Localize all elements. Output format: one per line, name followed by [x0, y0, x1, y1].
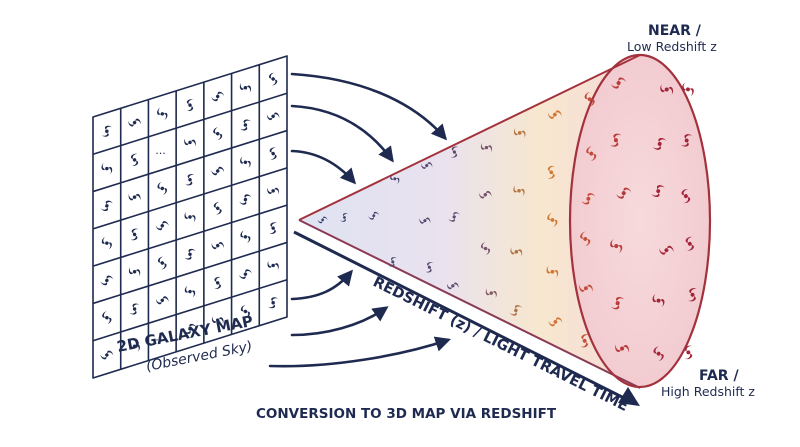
arrow-icon: [290, 149, 357, 185]
arrow-icon: [290, 269, 353, 301]
grid-line: [92, 204, 288, 267]
grid-ellipsis: ...: [155, 331, 166, 344]
arrow-icon: [290, 306, 389, 337]
near-title: NEAR /: [648, 23, 702, 39]
arrow-icon: [290, 72, 448, 141]
far-title: FAR /: [699, 368, 739, 384]
grid-line: [92, 241, 288, 305]
projection-arrows: [268, 72, 451, 368]
axis-arrowhead-icon: [618, 387, 640, 406]
far-subtitle: High Redshift z: [661, 384, 755, 399]
near-subtitle: Low Redshift z: [627, 39, 717, 54]
grid-line: [92, 92, 288, 156]
arrow-icon: [268, 336, 451, 368]
grid-ellipsis: ...: [155, 144, 166, 157]
footer-caption: CONVERSION TO 3D MAP VIA REDSHIFT: [256, 406, 557, 422]
grid-line: [92, 278, 288, 342]
arrow-icon: [290, 104, 394, 163]
grid-line: [92, 167, 288, 230]
galaxy-map-grid: ......: [92, 55, 288, 379]
grid-line: [92, 129, 288, 193]
grid-galaxies: ......: [99, 71, 281, 363]
redshift-cone: [298, 53, 712, 389]
